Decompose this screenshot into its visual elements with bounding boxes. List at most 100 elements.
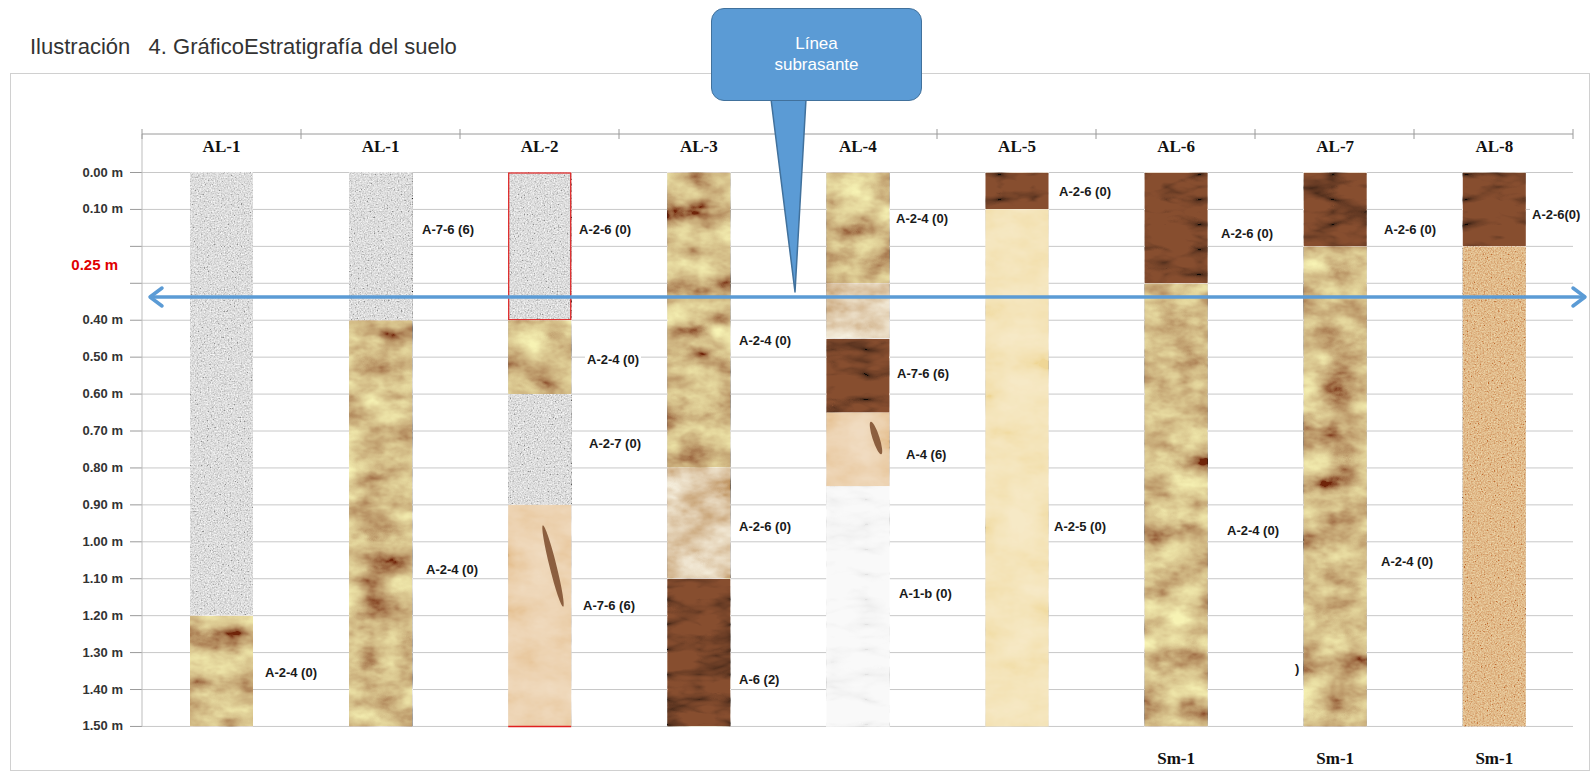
column-header: AL-1 [362,137,400,157]
top-axis-tick [937,129,938,139]
axis-tick [130,172,142,173]
highlight-border [508,726,571,728]
soil-layer [667,468,730,579]
soil-layer [986,209,1049,726]
soil-class-label: A-7-6 (6) [895,367,951,382]
axis-tick [130,431,142,432]
depth-tick-label: 1.20 m [83,608,123,623]
figure-title: Ilustración 4. GráficoEstratigrafía del … [30,34,457,60]
callout-text: Línea subrasante [761,34,873,75]
column-header: AL-5 [998,137,1036,157]
soil-layer-fill [667,468,730,579]
axis-tick [130,689,142,690]
soil-layer-fill [667,579,730,727]
stray-mark: ) [1293,662,1301,677]
top-axis-tick [1255,129,1256,139]
soil-layer [826,486,889,726]
soil-layer-fill [826,486,889,726]
soil-layer [508,394,571,505]
soil-class-label: A-2-4 (0) [1225,524,1281,539]
soil-layer [667,579,730,727]
column-header: AL-2 [521,137,559,157]
soil-layer-texture [826,283,889,338]
top-axis-tick [619,129,620,139]
soil-layer-texture [508,505,571,727]
soil-layer [1463,173,1526,247]
soil-layer-fill [826,339,889,413]
depth-tick-label: 1.00 m [83,534,123,549]
soil-layer-texture [508,394,571,505]
callout-box: Línea subrasante [711,8,922,101]
top-axis-tick [460,129,461,139]
soil-class-label: A-7-6 (6) [581,599,637,614]
axis-tick [130,320,142,321]
column-header: AL-7 [1316,137,1354,157]
depth-tick-label: 0.60 m [83,387,123,402]
soil-layer-fill [508,505,571,727]
depth-tick-label: 0.50 m [83,350,123,365]
axis-tick [130,467,142,468]
soil-layer-fill [1145,283,1208,726]
soil-layer [1304,246,1367,726]
soil-layer-fill [667,173,730,468]
soil-layer [349,320,412,726]
soil-layer-fill [1304,173,1367,247]
soil-layer-fill [1304,246,1367,726]
top-axis-tick [1414,129,1415,139]
axis-ticks [130,173,142,727]
soil-class-label: A-2-6(0) [1530,208,1582,223]
soil-layer-texture [1304,246,1367,726]
axis-tick [130,652,142,653]
axis-tick [130,578,142,579]
soil-layer-texture [986,173,1049,210]
soil-layer [508,320,571,394]
soil-columns [190,173,1526,727]
soil-layer [826,339,889,413]
soil-layer-fill [349,320,412,726]
soil-layer-fill [190,616,253,727]
top-axis-tick [142,129,143,139]
soil-layer-fill [986,173,1049,210]
top-axis [142,134,1573,135]
soil-layer-texture [190,616,253,727]
soil-class-label: A-6 (2) [737,673,781,688]
depth-tick-label: 0.80 m [83,460,123,475]
depth-tick-label: 1.40 m [83,682,123,697]
depth-tick-label: 1.10 m [83,571,123,586]
depth-tick-label: 0.00 m [83,165,123,180]
arrow-head [1573,288,1585,306]
callout-pointer [771,99,806,292]
soil-layer-texture [667,579,730,727]
depth-tick-label: 0.90 m [83,497,123,512]
soil-class-label: A-2-4 (0) [894,212,950,227]
soil-class-label: A-7-6 (6) [420,223,476,238]
sample-tag: Sm-1 [1157,749,1195,769]
soil-layer-texture [986,209,1049,726]
axis-tick [130,357,142,358]
soil-layer-texture [826,339,889,413]
depth-tick-label: 0.10 m [83,202,123,217]
soil-layer-texture [667,468,730,579]
soil-layer-fill [1463,246,1526,726]
column-header: AL-1 [203,137,241,157]
chart-layers [11,74,1590,771]
axis-line [142,134,143,726]
soil-class-label: A-1-b (0) [897,587,954,602]
soil-layer-fill [826,173,889,284]
top-axis-tick [1096,129,1097,139]
axis-tick [130,726,142,727]
soil-layer-texture [1463,246,1526,726]
soil-layer-texture [667,173,730,468]
soil-layer-texture [1145,173,1208,284]
soil-layer [1145,173,1208,284]
soil-class-label: A-2-4 (0) [424,563,480,578]
soil-layer [508,505,571,727]
callout-text-block: Línea subrasante [761,34,873,75]
soil-layer-fill [826,413,889,487]
subgrade-line [150,288,1585,306]
sample-tag: Sm-1 [1475,749,1513,769]
soil-layer-texture [826,486,889,726]
soil-layer-fill [1145,173,1208,284]
soil-class-label: A-4 (6) [904,448,948,463]
